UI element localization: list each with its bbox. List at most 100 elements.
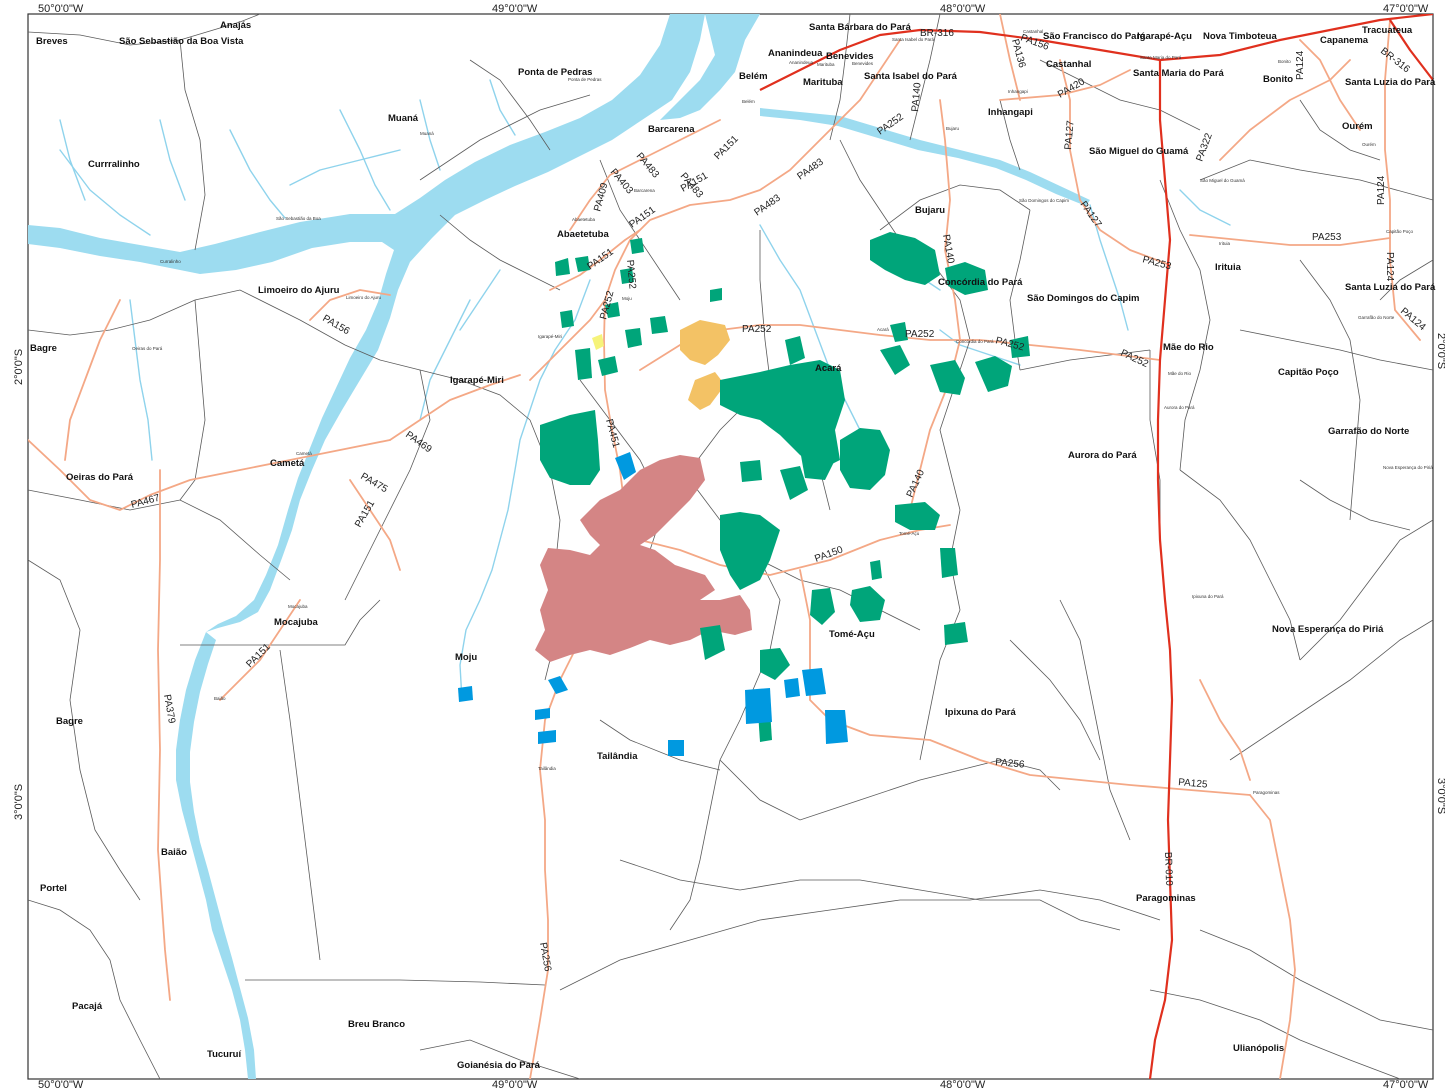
town-label: Oeiras do Pará (132, 346, 163, 351)
water-bodies (28, 14, 1090, 1079)
town-label: Ananindeua (789, 60, 814, 65)
town-label: Tomé-Açu (899, 531, 920, 536)
northern-channel (660, 14, 760, 120)
muni-label: Abaetetuba (557, 229, 609, 240)
road-label: PA256 (537, 942, 553, 973)
land-areas (458, 232, 1030, 756)
town-label: Santa Isabel do Pará (892, 37, 935, 42)
town-label: Nova Esperança do Piriá (1383, 465, 1433, 470)
coord-bottom-47w: 47°0'0"W (1383, 1079, 1429, 1090)
federal-roads (759, 14, 1433, 1079)
muni-label: Santa Maria do Pará (1133, 68, 1225, 79)
muni-label: Acará (815, 363, 842, 374)
muni-label: Santa Isabel do Pará (864, 71, 958, 82)
muni-label: Santa Bárbara do Pará (809, 22, 912, 33)
town-label: Ponta de Pedras (568, 77, 602, 82)
guama-river (760, 108, 1090, 206)
town-label: Ipixuna do Pará (1192, 594, 1224, 599)
yellow-area (592, 334, 604, 350)
state-roads (28, 14, 1421, 1079)
muni-label: Tailândia (597, 751, 638, 762)
town-label: Igarapé-Miri (538, 334, 562, 339)
muni-label: Marituba (803, 77, 843, 88)
coord-top-47w: 47°0'0"W (1383, 3, 1429, 15)
town-labels: Ponta de Pedras Muaná São Sebastião da B… (132, 29, 1433, 795)
muni-label: Ourém (1342, 121, 1373, 132)
coord-left-2s: 2°0'0"S (13, 349, 25, 385)
town-label: Castanhal (1023, 29, 1043, 34)
road-label: PA256 (995, 757, 1026, 771)
muni-label: Limoeiro do Ajuru (258, 285, 340, 296)
muni-label: Tucuruí (207, 1049, 241, 1060)
town-label: Belém (742, 99, 755, 104)
road-label: PA140 (940, 234, 956, 265)
town-label: Tailândia (538, 766, 556, 771)
town-label: Aurora do Pará (1164, 405, 1195, 410)
para-river-estuary (28, 14, 705, 632)
muni-label: Tomé-Açu (829, 629, 875, 640)
rivers (59, 79, 1231, 701)
town-label: Limoeiro do Ajuru (346, 295, 382, 300)
muni-label: Portel (40, 883, 67, 894)
muni-label: Bagre (30, 343, 57, 354)
muni-label: São Sebastião da Boa Vista (119, 36, 244, 47)
muni-label: Tracuateua (1362, 25, 1413, 36)
muni-label: Igarapé-Açu (1137, 31, 1192, 42)
road-label: PA140 (910, 82, 924, 113)
road-label: PA124 (1295, 50, 1306, 80)
muni-label: Mocajuba (274, 617, 319, 628)
town-label: Inhangapi (1008, 89, 1028, 94)
muni-label: Ananindeua (768, 48, 823, 59)
blue-areas (458, 452, 848, 756)
pink-area (535, 455, 752, 662)
green-areas (540, 232, 1030, 742)
road-label: PA124 (1376, 175, 1387, 205)
muni-label: Castanhal (1046, 59, 1091, 70)
coord-left-3s: 3°0'0"S (13, 784, 25, 820)
town-label: Paragominas (1253, 790, 1280, 795)
muni-label: Paragominas (1136, 893, 1196, 904)
road-label: PA125 (1178, 777, 1209, 791)
town-label: Barcarena (634, 188, 655, 193)
muni-label: Bujaru (915, 205, 945, 216)
town-label: Baião (214, 696, 226, 701)
town-label: Santa Maria do Pará (1140, 55, 1182, 60)
coord-bottom-48w: 48°0'0"W (940, 1079, 986, 1090)
town-label: Cametá (296, 451, 312, 456)
town-label: Capitão Poço (1386, 229, 1414, 234)
town-label: São Domingos do Capim (1019, 198, 1069, 203)
tocantins-river (176, 632, 256, 1079)
muni-label: Ponta de Pedras (518, 67, 592, 78)
muni-label: Currralinho (88, 159, 140, 170)
muni-label: Nova Timboteua (1203, 31, 1277, 42)
town-label: Bujaru (946, 126, 960, 131)
muni-label: Igarapé-Miri (450, 375, 504, 386)
muni-label: Benevides (826, 51, 874, 62)
town-label: Acará (877, 327, 889, 332)
road-label: PA252 (624, 259, 638, 290)
town-label: Garrafão do Norte (1358, 315, 1395, 320)
muni-label: Barcarena (648, 124, 695, 135)
muni-label: Moju (455, 652, 477, 663)
muni-label: Capanema (1320, 35, 1369, 46)
town-label: Bonito (1278, 59, 1291, 64)
town-label: Irituia (1219, 241, 1231, 246)
muni-label: Santa Luzia do Pará (1345, 282, 1436, 293)
muni-label: Concórdia do Pará (938, 277, 1023, 288)
road-label: PA124 (1384, 252, 1395, 282)
muni-label: Breu Branco (348, 1019, 405, 1030)
muni-label: Ipixuna do Pará (945, 707, 1016, 718)
town-label: São Miguel do Guamá (1200, 178, 1245, 183)
coord-bottom-49w: 49°0'0"W (492, 1079, 538, 1090)
coord-right-2s: 2°0'0"S (1435, 333, 1445, 369)
town-label: Benevides (852, 61, 874, 66)
municipality-labels: Breves São Sebastião da Boa Vista Anajás… (30, 20, 1436, 1071)
muni-label: Goianésia do Pará (457, 1060, 541, 1071)
coord-bottom-50w: 50°0'0"W (38, 1079, 84, 1090)
town-label: Mãe do Rio (1168, 371, 1192, 376)
muni-label: Oeiras do Pará (66, 472, 134, 483)
muni-label: Belém (739, 71, 768, 82)
muni-label: Pacajá (72, 1001, 103, 1012)
road-label: PA379 (161, 694, 177, 725)
